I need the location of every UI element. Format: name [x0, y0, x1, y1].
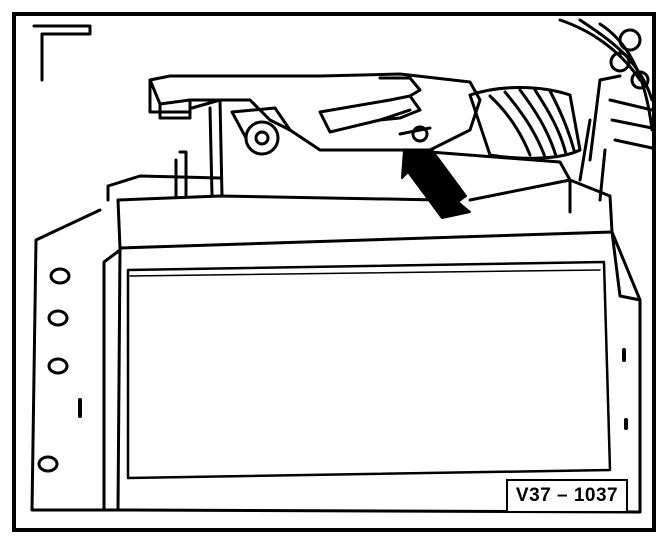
mounting-holes [37, 267, 628, 473]
bracket-legs [174, 98, 224, 198]
rear-housing [106, 150, 572, 214]
mounting-bracket [148, 72, 482, 156]
intake-duct [468, 86, 582, 160]
figure-frame [12, 12, 656, 532]
corner-bracket [32, 24, 92, 82]
reference-code-label: V37 – 1037 [506, 479, 628, 513]
control-unit [30, 178, 642, 514]
control-unit-panel [126, 260, 612, 480]
indicator-arrow [401, 149, 471, 219]
